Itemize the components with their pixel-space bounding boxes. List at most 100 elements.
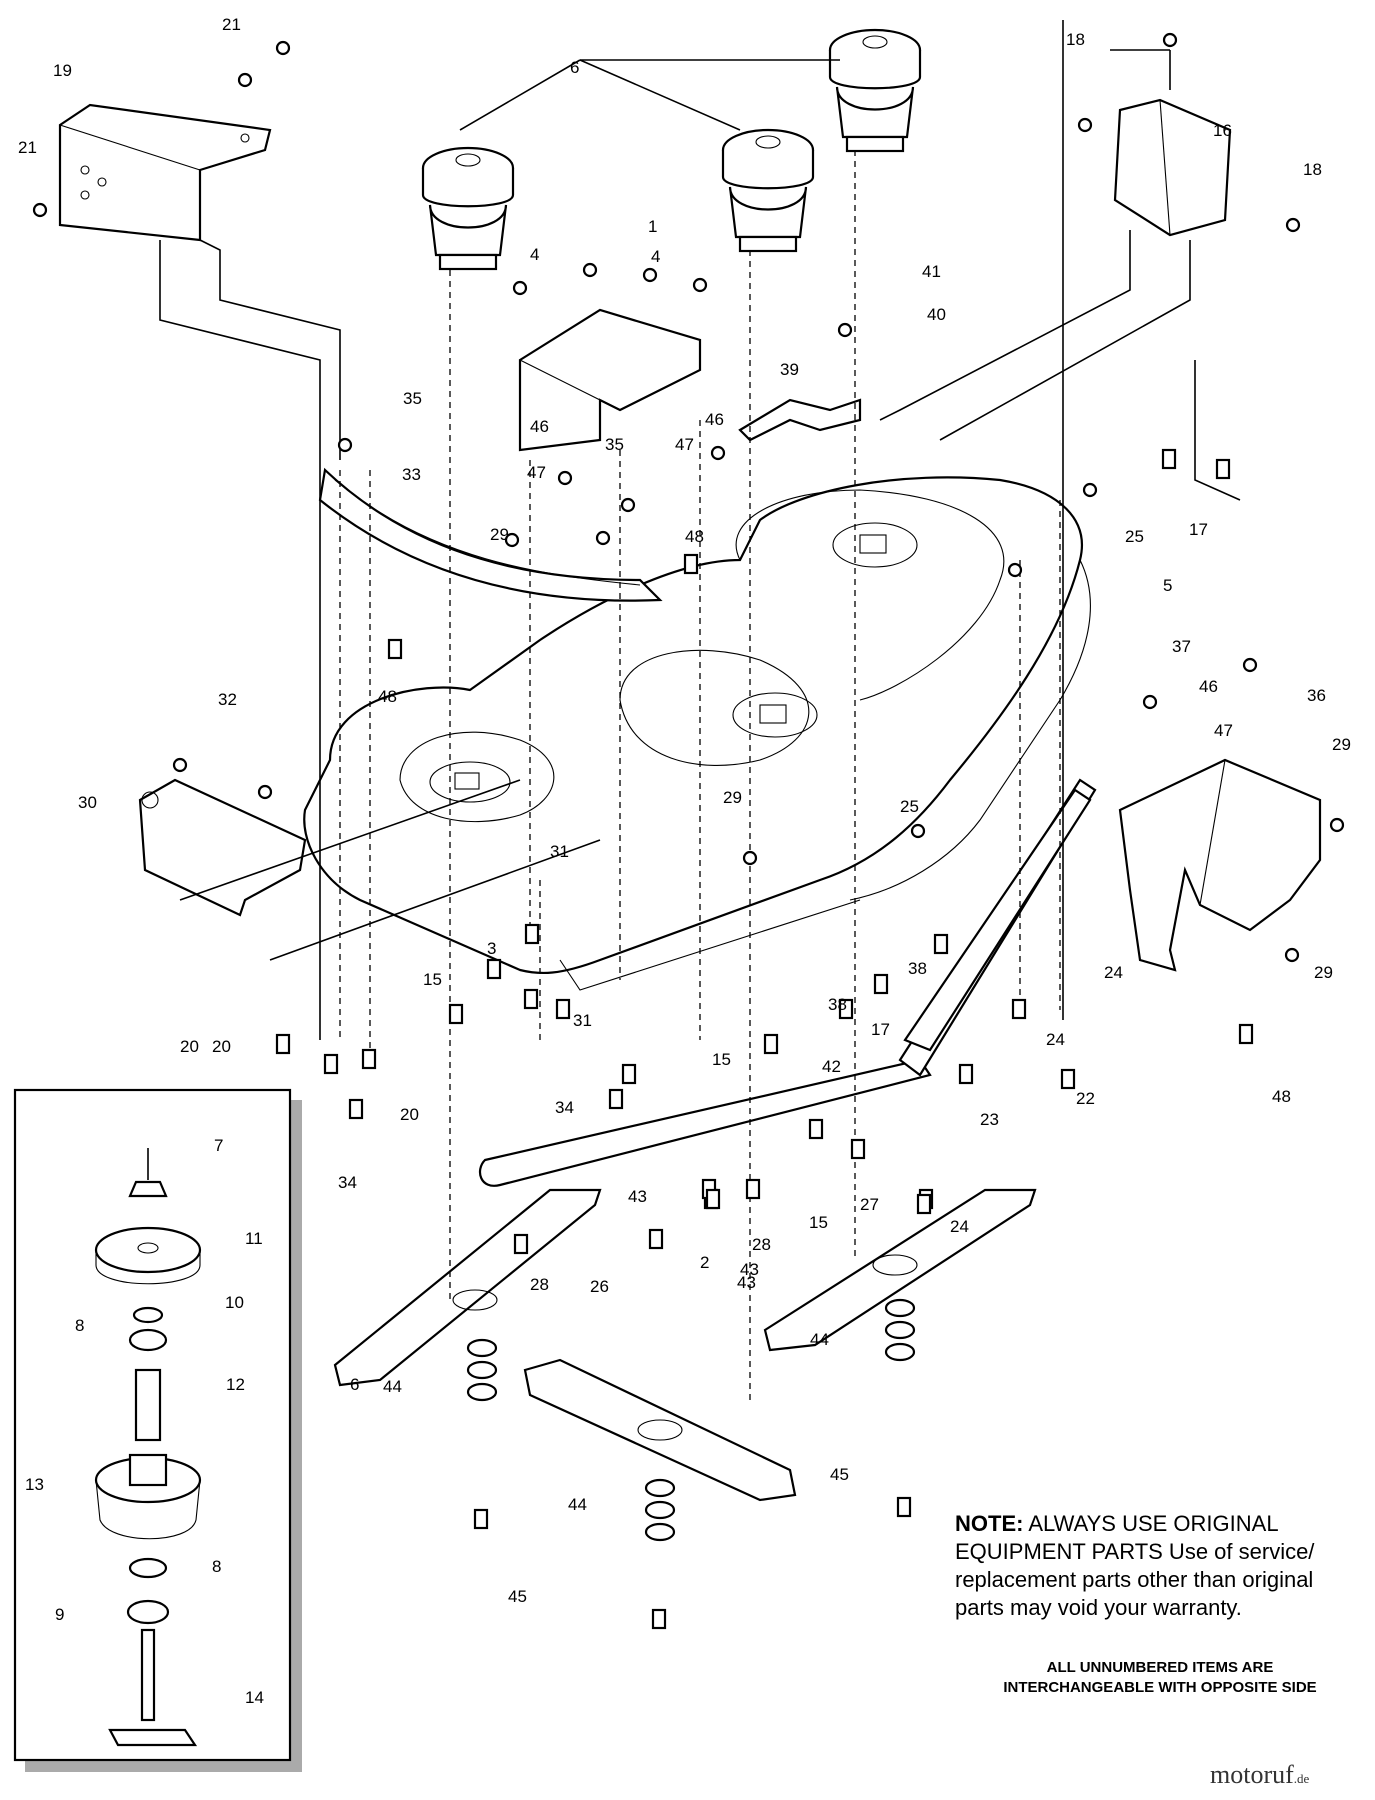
callout-label: 43	[628, 1187, 647, 1206]
watermark-main: motoruf	[1210, 1760, 1294, 1789]
callout-label: 8	[212, 1557, 221, 1576]
watermark-suffix: .de	[1293, 1771, 1310, 1786]
callout-label: 5	[1163, 576, 1172, 595]
spindle-inset-box	[13, 1088, 302, 1772]
bracket-part-19	[58, 103, 272, 242]
callout-label: 12	[226, 1375, 245, 1394]
callout-label: 44	[810, 1330, 829, 1349]
callout-label: 48	[1272, 1087, 1291, 1106]
callout-label: 24	[1104, 963, 1123, 982]
bracket-part-1	[518, 308, 702, 452]
callout-label: 32	[218, 690, 237, 709]
callout-label: 17	[1189, 520, 1208, 539]
callout-label: 10	[225, 1293, 244, 1312]
callout-labels: 1 2 3 4 4 5 6 6 7 8 8 9 10 11 12 13 14 1…	[18, 15, 1351, 1707]
callout-label: 44	[568, 1495, 587, 1514]
callout-label: 31	[573, 1011, 592, 1030]
callout-label: 28	[530, 1275, 549, 1294]
skirt-part-22	[903, 788, 1092, 1052]
callout-label: 48	[685, 527, 704, 546]
callout-label: 1	[648, 217, 657, 236]
spindle-pulley-left	[421, 146, 515, 271]
callout-label: 36	[1307, 686, 1326, 705]
watermark-logo: motoruf.de	[1210, 1760, 1309, 1790]
callout-label: 22	[1076, 1089, 1095, 1108]
callout-label: 34	[338, 1173, 357, 1192]
note-heading: NOTE:	[955, 1511, 1024, 1536]
callout-label: 45	[508, 1587, 527, 1606]
callout-label: 24	[1046, 1030, 1065, 1049]
callout-label: 26	[590, 1277, 609, 1296]
unnumbered-items-note: ALL UNNUMBERED ITEMS ARE INTERCHANGEABLE…	[1003, 1659, 1317, 1696]
callout-label: 29	[1332, 735, 1351, 754]
leader-lines	[159, 20, 1241, 1400]
callout-label: 47	[1214, 721, 1233, 740]
callout-label: 40	[927, 305, 946, 324]
callout-label: 17	[871, 1020, 890, 1039]
callout-label: 4	[651, 247, 660, 266]
callout-label: 47	[527, 463, 546, 482]
blade-right	[763, 1188, 1037, 1352]
callout-label: 8	[75, 1316, 84, 1335]
callout-label: 27	[860, 1195, 879, 1214]
note-body: EQUIPMENT PARTS Use of service/ replacem…	[955, 1539, 1315, 1620]
callout-label: 19	[53, 61, 72, 80]
callout-label: 7	[214, 1136, 223, 1155]
callout-label: 33	[402, 465, 421, 484]
callout-label: 43	[737, 1273, 756, 1292]
callout-label: 24	[950, 1217, 969, 1236]
callout-label: 20	[180, 1037, 199, 1056]
callout-label: 15	[712, 1050, 731, 1069]
callout-label: 3	[487, 939, 496, 958]
callout-label: 18	[1303, 160, 1322, 179]
callout-label: 43	[740, 1260, 759, 1279]
callout-label: 11	[245, 1229, 263, 1248]
spindle-pulley-center	[721, 128, 815, 253]
callout-label: 14	[245, 1688, 264, 1707]
note-heading-rest: ALWAYS USE ORIGINAL	[1028, 1511, 1279, 1536]
callout-label: 23	[980, 1110, 999, 1129]
spindle-pulley-right	[828, 28, 922, 153]
blade-left	[333, 1188, 602, 1387]
callout-label: 42	[822, 1057, 841, 1076]
blade-washers	[466, 1298, 916, 1542]
callout-label: 18	[1066, 30, 1085, 49]
callout-label: 15	[423, 970, 442, 989]
callout-label: 31	[550, 842, 569, 861]
callout-label: 48	[378, 687, 397, 706]
warranty-note: NOTE: ALWAYS USE ORIGINAL EQUIPMENT PART…	[955, 1510, 1335, 1622]
callout-label: 9	[55, 1605, 64, 1624]
callout-label: 34	[555, 1098, 574, 1117]
callout-label: 25	[900, 797, 919, 816]
callout-label: 30	[78, 793, 97, 812]
callout-label: 29	[490, 525, 509, 544]
callout-label: 29	[723, 788, 742, 807]
blade-center	[523, 1358, 797, 1502]
callout-label: 21	[222, 15, 241, 34]
callout-label: 21	[18, 138, 37, 157]
callout-label: 37	[1172, 637, 1191, 656]
callout-label: 45	[830, 1465, 849, 1484]
callout-label: 25	[1125, 527, 1144, 546]
callout-label: 6	[570, 58, 579, 77]
callout-label: 47	[675, 435, 694, 454]
bracket-part-16	[1113, 98, 1232, 237]
brace-part-39	[738, 398, 862, 442]
bracket-part-30	[138, 778, 307, 917]
callout-label: 6	[350, 1375, 359, 1394]
callout-label: 15	[809, 1213, 828, 1232]
callout-label: 41	[922, 262, 941, 281]
callout-label: 20	[212, 1037, 231, 1056]
callout-label: 35	[605, 435, 624, 454]
callout-label: 13	[25, 1475, 44, 1494]
deck-baffle-part-33	[318, 467, 663, 602]
bracket-part-36	[1118, 758, 1322, 972]
callout-label: 44	[383, 1377, 402, 1396]
callout-label: 28	[752, 1235, 771, 1254]
callout-label: 2	[700, 1253, 709, 1272]
callout-label: 46	[1199, 677, 1218, 696]
hardware-fasteners	[32, 32, 1345, 1630]
callout-label: 38	[828, 995, 847, 1014]
callout-label: 16	[1213, 121, 1232, 140]
